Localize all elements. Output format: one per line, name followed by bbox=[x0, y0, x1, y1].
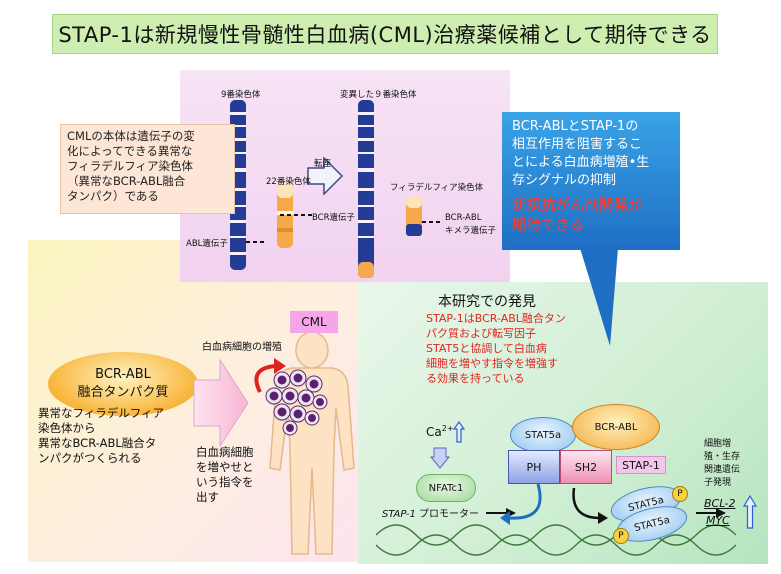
callout-tail bbox=[580, 248, 618, 346]
instruction-line: を増やせと bbox=[196, 460, 254, 474]
finding-line: STAP-1はBCR-ABL融合タン bbox=[426, 312, 566, 325]
callout-line: BCR-ABLとSTAP-1の bbox=[512, 119, 639, 134]
callout-red-line: 期待できる bbox=[512, 218, 585, 234]
instruction-arrow-icon bbox=[193, 358, 249, 448]
nfat-down-arrow-icon bbox=[430, 447, 450, 469]
promoter-gene-name: STAP-1 bbox=[382, 509, 416, 520]
chromosome-9 bbox=[230, 100, 266, 270]
cml-note-line: フィラデルフィア染色体 bbox=[67, 159, 194, 173]
instruction-line: いう指令を bbox=[196, 475, 254, 489]
bcr-abl-fusion-oval: BCR-ABL 融合タンパク質 bbox=[48, 352, 198, 416]
gene-expression-text: 細胞増 殖・生存 関連遺伝 子発現 bbox=[704, 438, 740, 490]
activation-curve-arrow-icon bbox=[572, 487, 608, 524]
findings-heading: 本研究での発見 bbox=[438, 294, 536, 310]
calcium-symbol: Ca bbox=[426, 425, 442, 439]
myc-gene: MYC bbox=[706, 514, 730, 527]
chromosome-diagram bbox=[230, 100, 442, 278]
phospho-badge: P bbox=[613, 528, 629, 544]
callout-line: 相互作用を阻害するこ bbox=[512, 137, 643, 152]
nfatc1-pill: NFATc1 bbox=[416, 474, 476, 502]
calcium-label: Ca2+ bbox=[426, 424, 454, 439]
stat5a-top-pill: STAT5a bbox=[510, 417, 576, 453]
chr22-label: 22番染色体 bbox=[266, 177, 311, 187]
leukemia-cells-icon bbox=[254, 358, 328, 436]
callout-line: 存シグナルの抑制 bbox=[512, 173, 617, 188]
philadelphia-label: フィラデルフィア染色体 bbox=[390, 183, 484, 193]
stap1-label: STAP-1 bbox=[616, 456, 666, 474]
bcr-abl-gene-label-2: キメラ遺伝子 bbox=[445, 226, 497, 236]
calcium-charge: 2+ bbox=[441, 424, 454, 433]
instruction-line: 出す bbox=[196, 490, 219, 504]
ph-domain: PH bbox=[508, 450, 560, 484]
callout-red-line: 新規抗がん剤開発が bbox=[512, 198, 643, 214]
abl-gene-label: ABL遺伝子 bbox=[186, 239, 228, 249]
finding-line: る効果を持っている bbox=[426, 372, 525, 385]
callout-line: とによる白血病増殖•生 bbox=[512, 155, 650, 170]
callout-expectation: 新規抗がん剤開発が 期待できる bbox=[512, 196, 670, 236]
cml-note-box: CMLの本体は遺伝子の変 化によってできる異常な フィラデルフィア染色体 （異常… bbox=[60, 124, 235, 214]
calcium-up-arrow-icon bbox=[452, 420, 466, 443]
abnormal-text-line: 染色体から bbox=[38, 421, 96, 435]
instruction-text: 白血病細胞 を増やせと いう指令を 出す bbox=[196, 445, 254, 505]
cml-note-line: 化によってできる異常な bbox=[67, 144, 193, 158]
cml-tag: CML bbox=[290, 311, 338, 333]
bcr-abl-gene-label-1: BCR-ABL bbox=[445, 213, 482, 223]
gene-text-line: 関連遺伝 bbox=[704, 465, 741, 475]
finding-line: パク質および転写因子 bbox=[426, 327, 536, 340]
cml-note-line: （異常なBCR-ABL融合 bbox=[67, 174, 186, 188]
finding-line: 細胞を増やす指令を増強す bbox=[426, 357, 558, 370]
abnormal-text-line: 異常なフィラデルフィア bbox=[38, 406, 165, 420]
translocation-arrow bbox=[307, 156, 344, 196]
induction-curve-arrow-icon bbox=[500, 483, 542, 525]
chromosome-9-mutated bbox=[358, 100, 374, 278]
chromosome-22 bbox=[277, 182, 312, 248]
gene-text-line: 子発現 bbox=[704, 478, 732, 488]
philadelphia-chromosome bbox=[406, 196, 442, 236]
cml-note-line: CMLの本体は遺伝子の変 bbox=[67, 129, 195, 143]
dna-strand bbox=[376, 508, 737, 556]
phospho-badge: P bbox=[672, 486, 688, 502]
gene-text-line: 細胞増 bbox=[704, 439, 732, 449]
gene-up-arrow-icon bbox=[742, 494, 758, 529]
inhibition-callout: BCR-ABLとSTAP-1の 相互作用を阻害するこ とによる白血病増殖•生 存… bbox=[502, 112, 680, 250]
sh2-domain: SH2 bbox=[560, 450, 612, 484]
finding-line: STAT5と協調して白血病 bbox=[426, 342, 547, 355]
bcr-gene-label: BCR遺伝子 bbox=[312, 213, 356, 223]
abnormal-text-line: 異常なBCR-ABL融合タ bbox=[38, 436, 157, 450]
promoter-word: プロモーター bbox=[415, 509, 480, 520]
instruction-line: 白血病細胞 bbox=[196, 445, 254, 459]
chr9-mutated-label: 変異した９番染色体 bbox=[340, 90, 417, 100]
promoter-label: STAP-1 プロモーター bbox=[382, 505, 479, 520]
page-title: STAP-1は新規慢性骨髄性白血病(CML)治療薬候補として期待できる bbox=[52, 14, 718, 54]
oval-line: BCR-ABL bbox=[95, 367, 151, 382]
gene-text-line: 殖・生存 bbox=[704, 452, 741, 462]
abnormal-text-line: ンパクがつくられる bbox=[38, 451, 142, 465]
leukemia-growth-label: 白血病細胞の増殖 bbox=[202, 342, 282, 353]
cml-note-line: タンパク）である bbox=[67, 189, 159, 203]
translocation-label: 転座 bbox=[314, 159, 332, 169]
chr9-label: 9番染色体 bbox=[221, 90, 261, 100]
abnormal-chromosome-text: 異常なフィラデルフィア 染色体から 異常なBCR-ABL融合タ ンパクがつくられ… bbox=[38, 406, 164, 466]
bcl2-gene: BCL-2 bbox=[704, 497, 736, 510]
oval-line: 融合タンパク質 bbox=[77, 385, 169, 400]
findings-text: STAP-1はBCR-ABL融合タン パク質および転写因子 STAT5と協調して… bbox=[426, 311, 566, 386]
bcr-abl-pill: BCR-ABL bbox=[572, 404, 660, 450]
